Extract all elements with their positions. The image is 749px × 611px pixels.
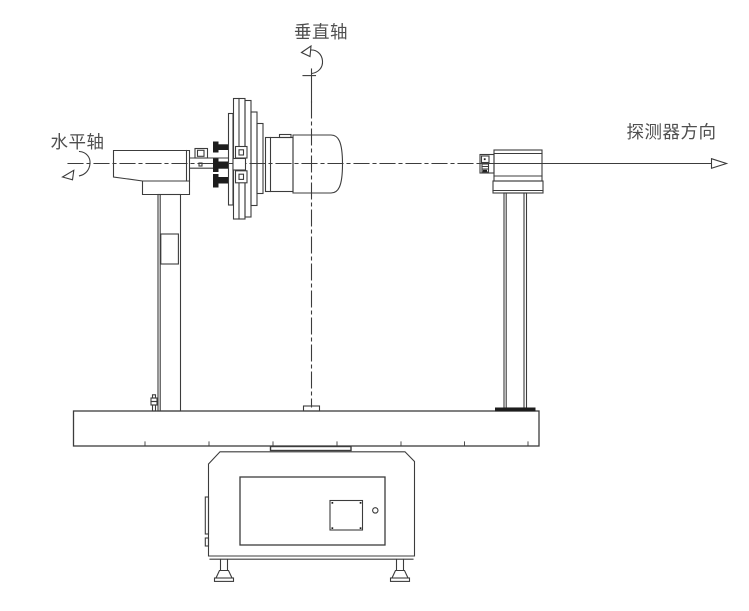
shaft-block-inner [196, 149, 205, 157]
right-post-base-plate [495, 407, 536, 412]
motor-housing [112, 149, 191, 182]
panel-window-screws [331, 502, 362, 529]
platform-graduation-ticks [144, 441, 529, 447]
rotation-arrowhead-icon [61, 169, 75, 181]
mounting-flange [232, 97, 264, 220]
post-body [503, 192, 528, 409]
detector-direction-arrow [710, 157, 729, 170]
flange-plate [250, 111, 258, 207]
flange-lug-hole [238, 149, 245, 156]
clamp-knob-stem [218, 161, 228, 169]
shaft-block [194, 147, 209, 159]
post-insert-plate [160, 233, 179, 265]
horizontal-axis-rotation [61, 150, 91, 181]
platform-body [72, 410, 540, 447]
detector-connector [481, 163, 490, 173]
horizontal-axis-motor [112, 149, 191, 196]
right-support-post [503, 192, 528, 409]
turntable [269, 405, 352, 452]
turntable-disc [269, 445, 352, 452]
front-panel [239, 476, 386, 546]
centerlines [67, 68, 713, 408]
lamp-notch [278, 133, 292, 139]
post-base-bolt [150, 394, 158, 412]
side-hinge-tab [204, 496, 210, 535]
panel-display-window [329, 499, 364, 531]
detector-bracket [492, 180, 544, 194]
rotation-arc-icon [78, 150, 91, 177]
flange-lug [234, 145, 248, 159]
drawing-lines [61, 44, 729, 582]
arrowhead-icon [710, 157, 729, 170]
clamp-shaft [189, 112, 234, 206]
clamp-knob-stem [218, 144, 228, 150]
clamp-knob-stem [218, 177, 228, 184]
detector-direction-label: 探测器方向 [627, 123, 717, 143]
clamp-backplate [227, 112, 234, 206]
detector-unit [479, 149, 544, 194]
horizontal-axis-label: 水平轴 [51, 133, 105, 153]
labels: 垂直轴 水平轴 探测器方向 [51, 23, 717, 153]
side-hinge-tab [204, 537, 210, 547]
axis-mount-block [302, 405, 321, 412]
panel-indicator-light [372, 507, 379, 514]
vertical-axis-label: 垂直轴 [294, 23, 348, 43]
lamp-neck-cylinder [264, 136, 294, 193]
post-body [157, 193, 182, 412]
vertical-axis-rotation [300, 44, 324, 77]
detector-body-line [493, 152, 543, 177]
flange-lug [234, 170, 248, 184]
motor-bracket [141, 180, 191, 196]
left-support-post [150, 193, 182, 412]
clamp-knob [213, 174, 219, 188]
clamp-knobs [213, 141, 228, 188]
rotation-arrowhead-icon [300, 44, 312, 58]
base-box-outline [207, 451, 416, 557]
clamp-knob [213, 158, 219, 172]
flange-hub-block [232, 157, 247, 171]
base-platform [72, 410, 540, 447]
detector-connector-line [481, 165, 490, 170]
flange-plate [256, 122, 264, 195]
detector-connector-fill [482, 169, 487, 172]
flange-lug-hole [238, 173, 245, 180]
leveling-feet [213, 558, 411, 582]
lamp-assembly [264, 133, 344, 194]
right-foot [389, 558, 411, 582]
shaft-pin [198, 162, 203, 167]
detector-aperture-dot [483, 158, 486, 161]
filled-details [213, 141, 536, 529]
left-foot [213, 558, 235, 582]
clamp-knob [213, 141, 219, 153]
lamp-body-cylinder [292, 134, 344, 194]
post-inner-line [505, 192, 525, 409]
detector-aperture [480, 155, 490, 164]
control-base-box [204, 451, 416, 560]
rotation-arc-icon [308, 49, 324, 75]
